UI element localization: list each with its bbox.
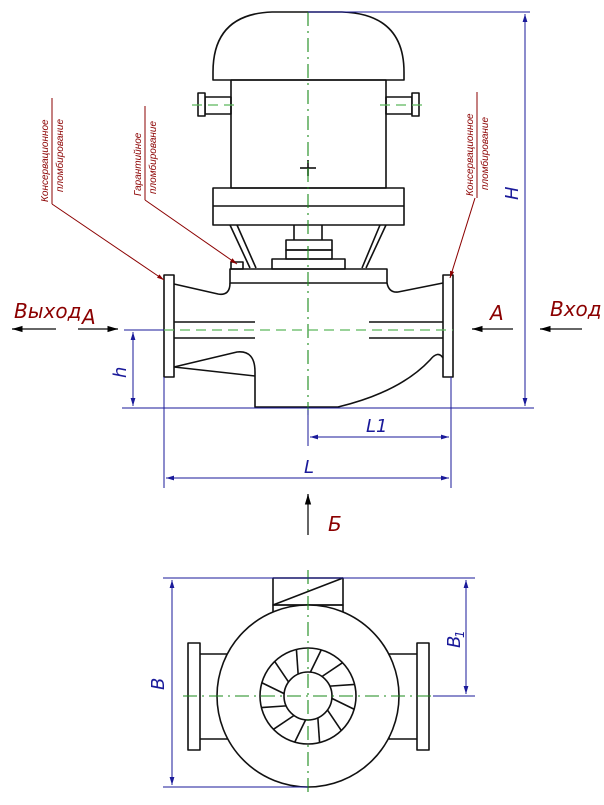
dimensions-bottom: B B 1 [148, 577, 475, 788]
bottom-view [183, 570, 433, 795]
flange-inlet [442, 274, 454, 378]
casing-upper-left [173, 282, 231, 296]
lantern-left [229, 224, 257, 269]
warranty-seal-leader [144, 199, 238, 265]
conservation-seal-left-leader [51, 203, 165, 281]
conservation-seal-left-line1: Консервационное [40, 119, 51, 202]
warranty-seal-block [230, 261, 244, 270]
seal-annotations: Консервационное пломбирование Гарантийно… [40, 92, 491, 281]
impeller-vane [272, 714, 295, 730]
outlet-bore [174, 321, 255, 339]
inlet-bore [369, 321, 443, 339]
dim-h-label: h [110, 367, 131, 378]
section-a-right-label: А [488, 301, 504, 325]
impeller-vane [331, 697, 355, 710]
dim-L-label: L [304, 457, 314, 478]
casing-upper-right [386, 282, 444, 293]
front-view [163, 11, 454, 415]
impeller-vane [261, 682, 285, 695]
dim-L1-label: L1 [366, 416, 387, 437]
casing-lower-left-edge [173, 366, 256, 377]
impeller-vane [295, 649, 299, 675]
shaft [293, 225, 323, 240]
impeller-vane [294, 719, 307, 743]
casing-lower-left [173, 351, 444, 408]
outlet-label: Выход [14, 299, 81, 323]
coupling-lower [271, 258, 346, 270]
dim-B-label: B [148, 678, 169, 690]
conservation-seal-right-line1: Консервационное [465, 113, 476, 196]
impeller-vane [274, 660, 290, 683]
impeller-vane [329, 683, 355, 687]
coupling-upper [285, 239, 333, 251]
warranty-seal-line2: пломбирование [147, 121, 159, 194]
warranty-seal-line1: Гарантийное [133, 132, 144, 196]
impeller-vane [309, 649, 322, 673]
view-b-label: Б [328, 512, 342, 536]
dim-B1-subscript: 1 [453, 630, 467, 638]
flow-labels: Выход А А Вход Б [12, 297, 602, 536]
dimensions-front: H h L1 L [110, 11, 534, 488]
conservation-seal-left-line2: пломбирование [54, 119, 66, 192]
impeller-vane [261, 705, 287, 709]
section-a-left-label: А [80, 305, 96, 329]
impeller-vane [317, 717, 321, 743]
dim-H-label: H [502, 186, 523, 200]
inlet-label: Вход [550, 297, 602, 321]
lantern-right [361, 224, 387, 269]
conservation-seal-right-line2: пломбирование [479, 117, 491, 190]
conservation-seal-right-leader [449, 197, 476, 279]
flange-outlet [163, 274, 175, 378]
impeller-vanes [261, 649, 355, 743]
impeller-vane [326, 709, 342, 732]
impeller-vane [321, 662, 344, 678]
dim-B1-label: B [444, 636, 465, 648]
